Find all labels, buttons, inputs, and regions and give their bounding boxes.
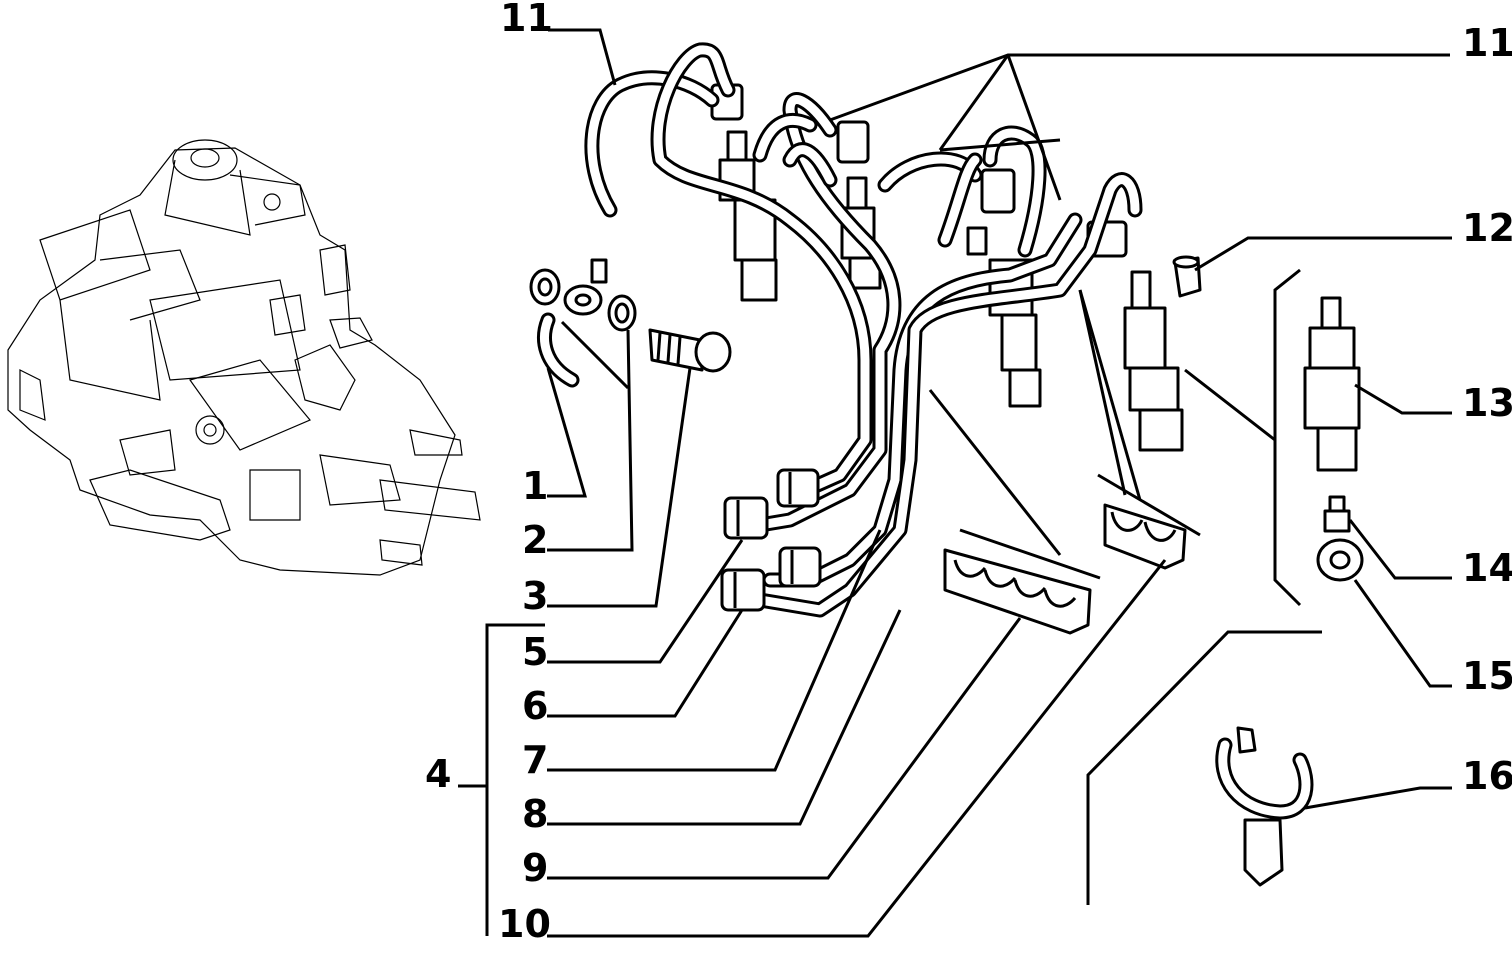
nozzle-pin (1323, 495, 1351, 533)
callout-6: 6 (522, 684, 549, 728)
callout-10: 10 (498, 902, 551, 946)
callout-13: 13 (1462, 381, 1512, 425)
callout-12: 12 (1462, 206, 1512, 250)
sealing-washer-left (529, 268, 561, 306)
callout-16: 16 (1462, 754, 1512, 798)
injector-upper-2 (836, 120, 882, 290)
callout-15: 15 (1462, 654, 1512, 698)
callout-2: 2 (522, 518, 549, 562)
sealing-washer-right (607, 294, 637, 332)
callout-11-left: 11 (500, 0, 553, 40)
callout-7: 7 (522, 738, 549, 782)
copper-washer (1316, 538, 1364, 582)
callout-14: 14 (1462, 546, 1512, 590)
pipe-clamp-double (1103, 503, 1187, 570)
wire-clip (1215, 726, 1314, 887)
pipe-union-nut-5 (723, 496, 769, 540)
callout-1: 1 (522, 464, 549, 508)
banjo-fitting-hose (537, 258, 608, 388)
pipe-union-nut-6 (720, 568, 766, 612)
glow-plug (1303, 296, 1361, 472)
banjo-bolt (648, 328, 732, 373)
leader-lines (458, 28, 1452, 938)
pipe-union-nut-middle (778, 546, 822, 588)
pipe-union-nut-upper (776, 468, 820, 508)
callout-4: 4 (425, 752, 452, 796)
pipe-clamp-quad (943, 548, 1092, 635)
callout-5: 5 (522, 630, 549, 674)
injector-upper-4 (1086, 220, 1184, 452)
injector-upper-3 (966, 168, 1042, 408)
callout-9: 9 (522, 846, 549, 890)
injection-pump (7, 139, 481, 576)
injector-cap (1172, 255, 1202, 298)
callout-11-right: 11 (1462, 21, 1512, 65)
injector-pipes (584, 42, 1143, 618)
callout-3: 3 (522, 574, 549, 618)
callout-8: 8 (522, 792, 549, 836)
